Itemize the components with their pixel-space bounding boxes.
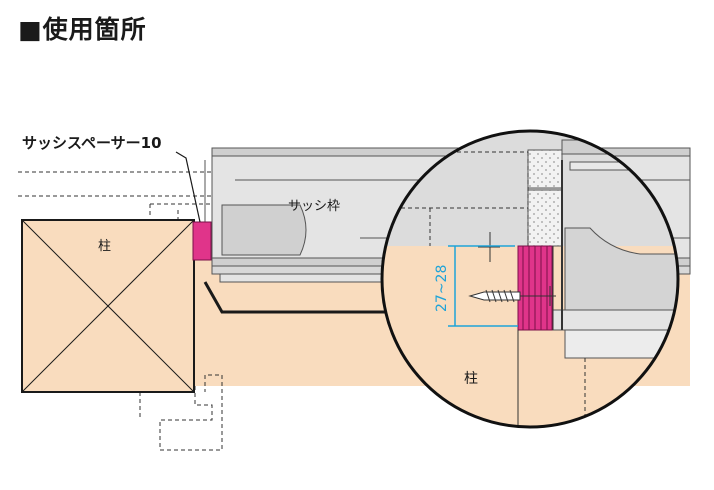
dimension-indicator xyxy=(448,245,518,327)
sash-spacer-small xyxy=(192,221,212,261)
product-label: サッシスペーサー10 xyxy=(22,134,162,152)
label-leader xyxy=(175,151,201,223)
dimension-label: 27~28 xyxy=(434,265,450,312)
pillar-label: 柱 xyxy=(98,239,111,254)
sash-frame-label: サッシ枠 xyxy=(288,199,340,214)
pillar-zoom-label: 柱 xyxy=(464,371,478,387)
screw-icon xyxy=(468,286,556,306)
pillar xyxy=(21,219,195,393)
zoom-pointer xyxy=(203,281,392,314)
page-title: ■使用箇所 xyxy=(18,15,147,44)
sash-spacer-zoom xyxy=(517,245,553,331)
zoom-view xyxy=(380,129,680,429)
